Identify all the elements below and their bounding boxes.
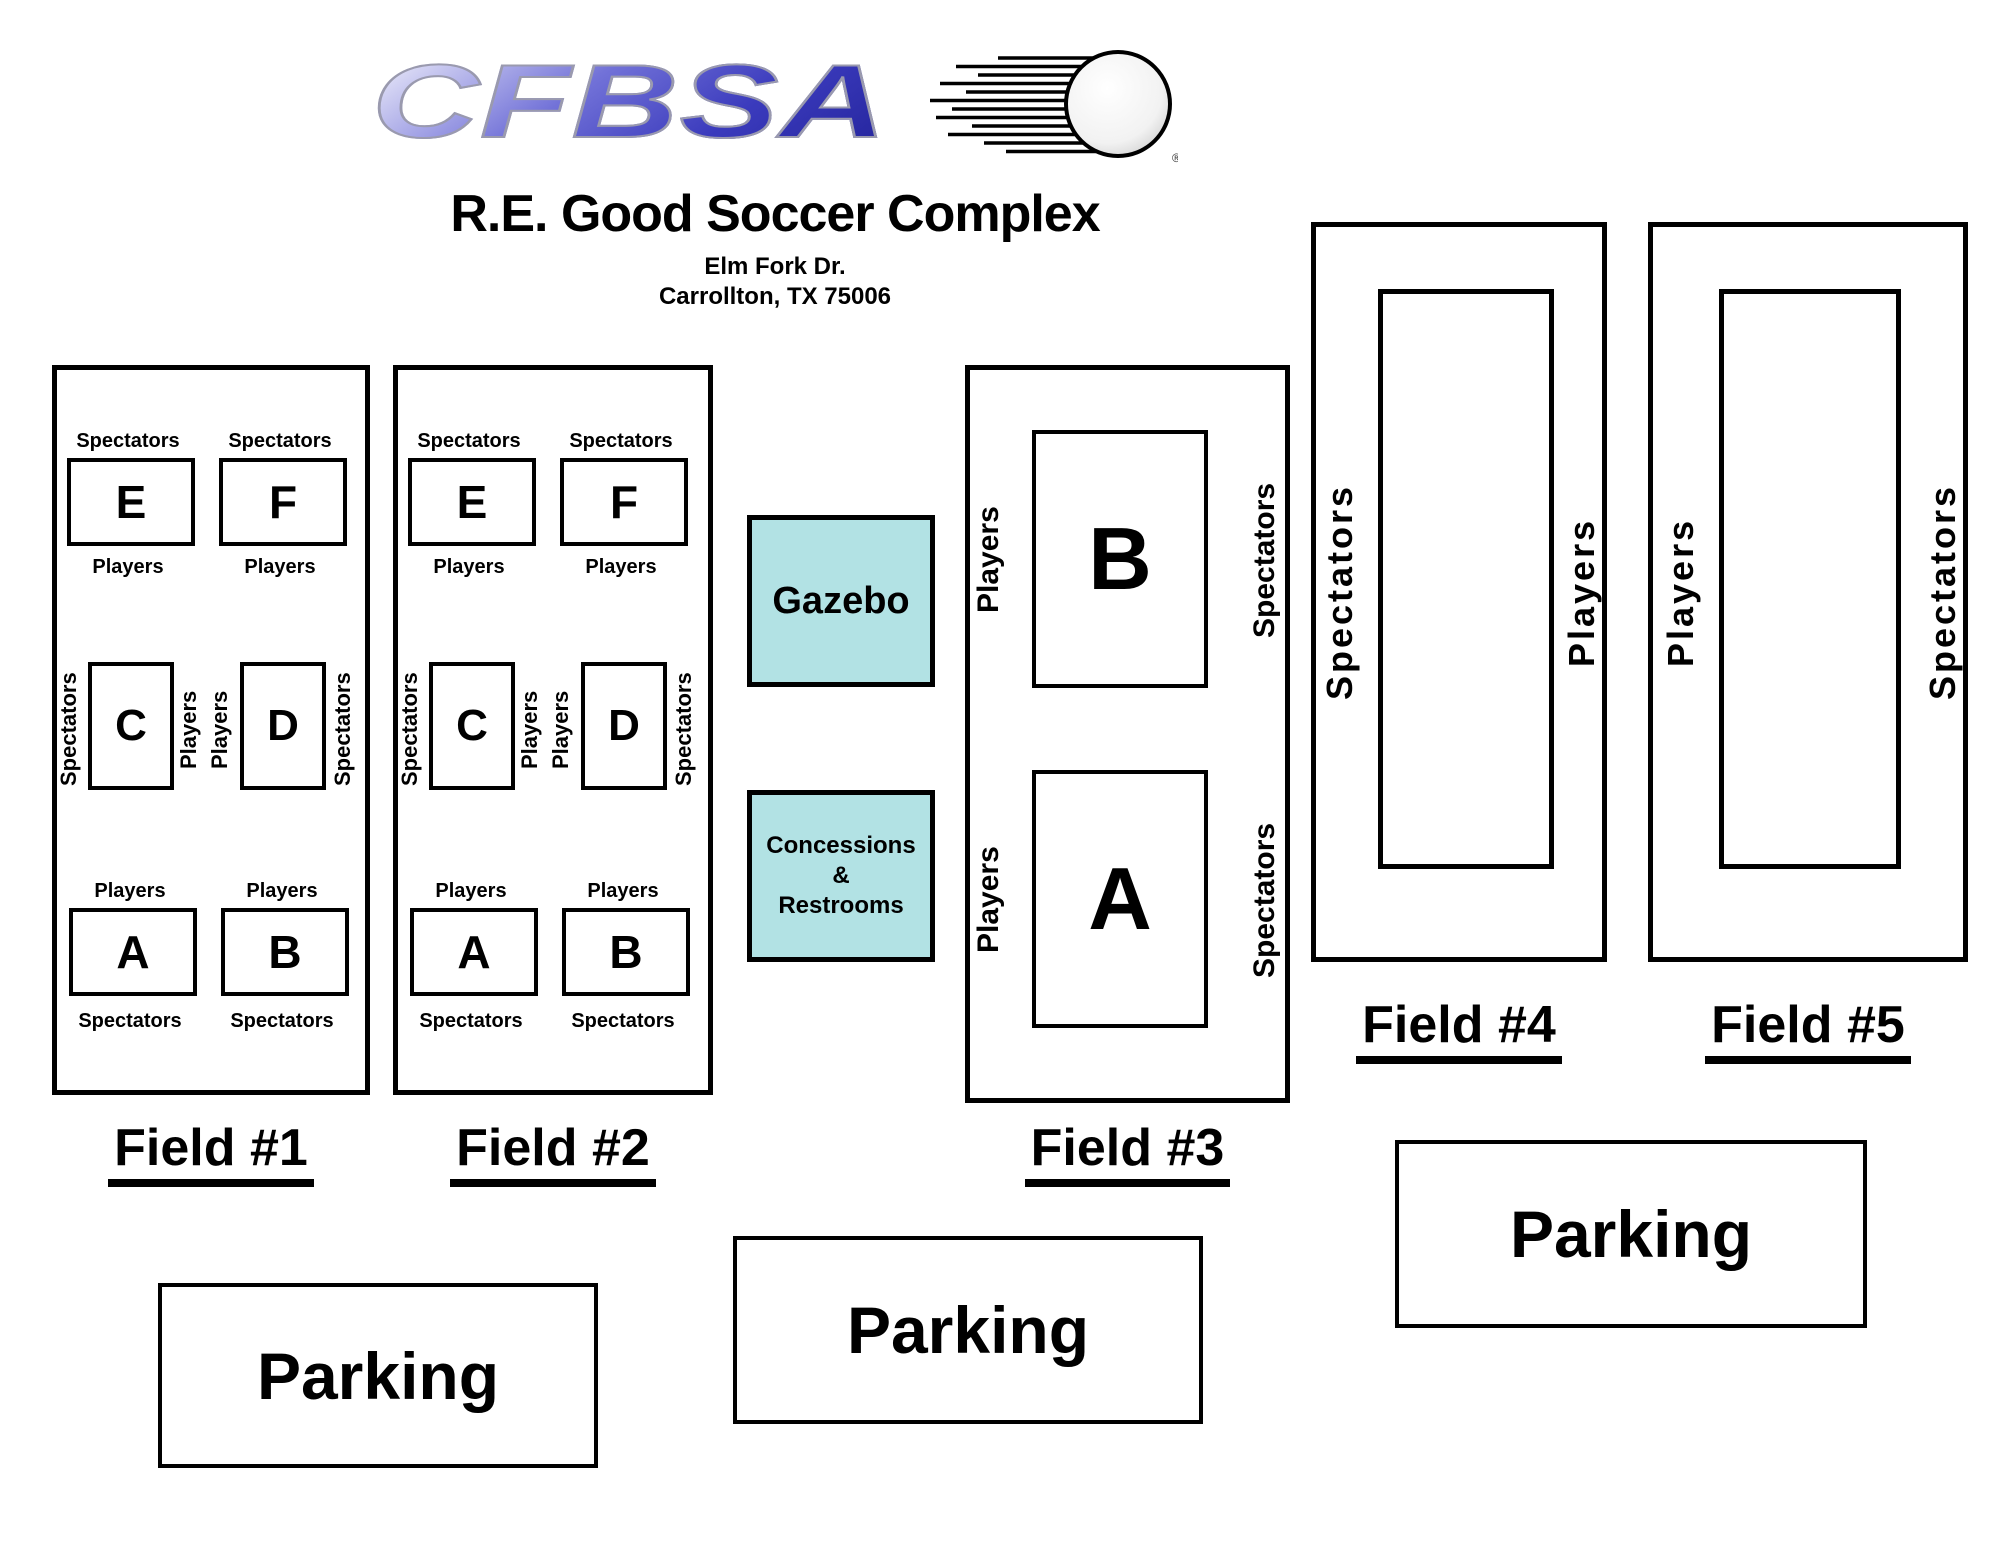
spectators-label: Spectators <box>569 430 673 452</box>
subfield-letter: B <box>1088 509 1152 608</box>
subfield-letter: A <box>1088 849 1152 948</box>
players-label: Players <box>94 880 166 902</box>
field-5-label: Field #5 <box>1648 995 1968 1064</box>
concessions-label-line2: & <box>832 862 850 889</box>
players-label: Players <box>972 506 1005 614</box>
subfield-letter: F <box>609 476 639 528</box>
complex-name: R.E. Good Soccer Complex <box>450 185 1100 243</box>
parking-lot-left: Parking <box>158 1283 598 1468</box>
field-3-label: Field #3 <box>965 1118 1290 1187</box>
parking-label: Parking <box>256 1338 500 1413</box>
subfield-letter: B <box>609 926 643 978</box>
subfield-c-box: C <box>88 662 174 790</box>
spectators-label: Spectators <box>1248 822 1281 978</box>
subfield-f-box: F <box>560 458 688 546</box>
parking-label: Parking <box>846 1293 1090 1367</box>
spectators-label: Spectators <box>417 430 521 452</box>
subfield-letter: C <box>115 701 147 750</box>
spectators-label: Spectators <box>671 672 696 787</box>
players-label: Players <box>176 690 201 769</box>
field-5-pitch <box>1719 289 1901 869</box>
subfield-letter: A <box>457 926 491 978</box>
players-label: Players <box>1660 517 1701 667</box>
field-1-box: Spectators Spectators E F Players Player… <box>52 365 370 1095</box>
subfield-d-box: D <box>240 662 326 790</box>
players-label: Players <box>433 556 505 578</box>
field-2-label: Field #2 <box>393 1118 713 1187</box>
subfield-a-box: A <box>69 908 197 996</box>
players-label: Players <box>548 690 573 769</box>
field-4-box: Spectators Players <box>1311 222 1607 962</box>
spectators-label: Spectators <box>228 430 332 452</box>
players-label: Players <box>517 690 542 769</box>
subfield-letter: D <box>608 701 640 750</box>
subfield-letter: A <box>116 926 150 978</box>
field-1-label: Field #1 <box>52 1118 370 1187</box>
subfield-letter: F <box>268 476 298 528</box>
header: CFBSA <box>170 40 1380 312</box>
players-label: Players <box>587 880 659 902</box>
subfield-letter: E <box>456 476 488 528</box>
address-line-2: Carrollton, TX 75006 <box>658 283 892 310</box>
parking-lot-middle: Parking <box>733 1236 1203 1424</box>
players-label: Players <box>246 880 318 902</box>
subfield-b-box: B <box>1032 430 1208 688</box>
subfield-letter: D <box>267 701 299 750</box>
gazebo-box: Gazebo <box>747 515 935 687</box>
parking-label: Parking <box>1509 1197 1753 1271</box>
subfield-letter: B <box>268 926 302 978</box>
subfield-d-box: D <box>581 662 667 790</box>
soccer-ball-icon: ® <box>930 50 1178 165</box>
speed-lines-icon <box>930 56 1098 154</box>
players-label: Players <box>435 880 507 902</box>
field-5-box: Players Spectators <box>1648 222 1968 962</box>
players-label: Players <box>244 556 316 578</box>
spectators-label: Spectators <box>1248 482 1281 638</box>
players-label: Players <box>1561 517 1602 667</box>
subfield-f-box: F <box>219 458 347 546</box>
spectators-label: Spectators <box>1319 483 1360 701</box>
field-2-box: Spectators Spectators E F Players Player… <box>393 365 713 1095</box>
spectators-label: Spectators <box>76 430 180 452</box>
spectators-label: Spectators <box>230 1010 334 1032</box>
subfield-letter: E <box>115 476 147 528</box>
subfield-a-box: A <box>410 908 538 996</box>
cfbsa-logo: CFBSA <box>371 40 1178 172</box>
subfield-c-box: C <box>429 662 515 790</box>
subfield-b-box: B <box>562 908 690 996</box>
concessions-label-line1: Concessions <box>766 832 916 859</box>
spectators-label: Spectators <box>571 1010 675 1032</box>
address-line-1: Elm Fork Dr. <box>704 253 846 280</box>
spectators-label: Spectators <box>397 672 422 787</box>
spectators-label: Spectators <box>56 672 81 787</box>
field-4-pitch <box>1378 289 1554 869</box>
subfield-letter: C <box>456 701 488 750</box>
gazebo-label: Gazebo <box>772 579 910 622</box>
field-3-box: Players B Spectators Players A Spectator… <box>965 365 1290 1103</box>
players-label: Players <box>972 846 1005 954</box>
concessions-label-line3: Restrooms <box>778 892 904 919</box>
concessions-restrooms-box: Concessions & Restrooms <box>747 790 935 962</box>
subfield-e-box: E <box>67 458 195 546</box>
spectators-label: Spectators <box>419 1010 523 1032</box>
registered-trademark: ® <box>1172 151 1178 165</box>
players-label: Players <box>92 556 164 578</box>
subfield-a-box: A <box>1032 770 1208 1028</box>
spectators-label: Spectators <box>330 672 355 787</box>
parking-lot-right: Parking <box>1395 1140 1867 1328</box>
subfield-b-box: B <box>221 908 349 996</box>
players-label: Players <box>585 556 657 578</box>
field-4-label: Field #4 <box>1311 995 1607 1064</box>
spectators-label: Spectators <box>78 1010 182 1032</box>
subfield-e-box: E <box>408 458 536 546</box>
spectators-label: Spectators <box>1922 483 1963 701</box>
players-label: Players <box>207 690 232 769</box>
logo-text-wrap: CFBSA <box>371 41 920 171</box>
logo-text: CFBSA <box>371 41 888 163</box>
